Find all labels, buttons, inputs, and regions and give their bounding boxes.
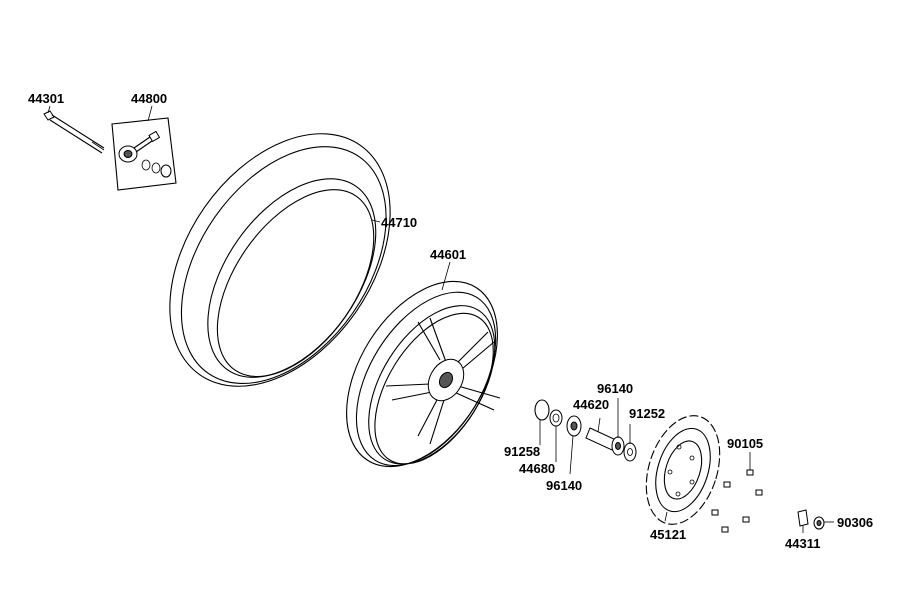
part-labels: 44301 44800 44710 44601 96140 44620 9125… <box>28 91 873 551</box>
disc-bolts <box>711 469 763 533</box>
label-44710: 44710 <box>381 215 417 230</box>
tire <box>169 133 391 387</box>
label-96140-bottom: 96140 <box>546 478 582 493</box>
label-44620: 44620 <box>573 397 609 412</box>
speedometer-gear-kit <box>111 117 177 191</box>
wheel-rim <box>346 280 501 468</box>
label-45121: 45121 <box>650 527 686 542</box>
label-90306: 90306 <box>837 515 873 530</box>
label-44680: 44680 <box>519 461 555 476</box>
label-91258: 91258 <box>504 444 540 459</box>
hub-parts <box>534 399 637 462</box>
brake-disc <box>645 415 721 525</box>
label-44601: 44601 <box>430 247 466 262</box>
label-96140-top: 96140 <box>597 381 633 396</box>
label-44301: 44301 <box>28 91 64 106</box>
leader-lines <box>47 105 834 533</box>
axle-bolt <box>43 110 105 154</box>
label-44800: 44800 <box>131 91 167 106</box>
label-90105: 90105 <box>727 436 763 451</box>
label-44311: 44311 <box>785 536 820 551</box>
label-91252: 91252 <box>629 406 665 421</box>
collar-and-nut <box>797 509 825 530</box>
